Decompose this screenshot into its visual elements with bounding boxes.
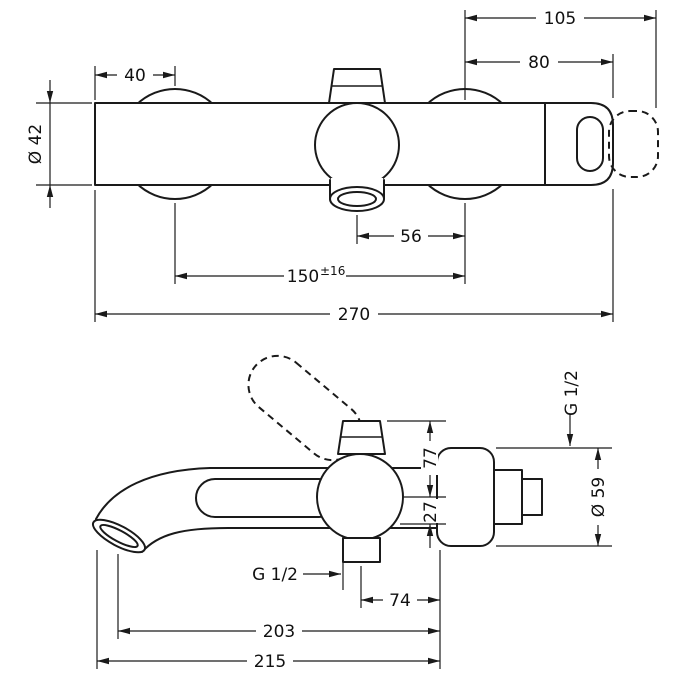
handle-block [544,102,614,186]
dim-27: 27 [400,499,446,548]
wall-nipple [521,478,543,516]
dim-74: 74 [360,550,441,669]
side-view: 77 27 G 1/2 Ø 59 G 1/2 [91,354,612,672]
spout-outlet-outer [329,186,385,212]
dim-105-label: 105 [544,9,576,29]
handle-slot [576,116,604,172]
dim-74-label: 74 [389,591,411,611]
label-bg [330,305,378,324]
dim-40-label: 40 [124,66,146,86]
dim-270: 270 [94,189,614,325]
dim-150: 150 ±16 [174,203,465,287]
dim-215-label: 215 [254,652,286,672]
dim-270-label: 270 [338,305,370,325]
thread-top-callout: G 1/2 [562,370,582,446]
dim-150-label: 150 [287,267,319,287]
dim-80-label: 80 [528,53,550,73]
label-bg [520,53,558,72]
label-bg [117,66,153,84]
dim-203-label: 203 [263,622,295,642]
wall-thread [493,469,523,525]
dim-105: 105 [464,9,657,108]
thread-bottom-callout: G 1/2 [252,560,344,590]
label-bg [421,499,438,523]
label-bg [394,227,428,245]
dim-56-label: 56 [400,227,422,247]
lever-swung-dashed [247,354,363,462]
dim-77: 77 [387,420,446,498]
label-bg [536,9,584,28]
spout-outer-curve [95,467,211,520]
label-bg [421,441,438,475]
thread-bottom-label: G 1/2 [252,565,298,585]
dim-diameter-42-label: Ø 42 [26,124,46,164]
dim-77-label: 77 [421,447,441,469]
label-bg [383,591,417,609]
dim-diameter-59: Ø 59 [496,447,612,547]
spout-mouth-inner [99,524,139,548]
dim-40: 40 [94,66,176,100]
dim-27-label: 27 [421,501,441,523]
thread-top-label: G 1/2 [562,370,582,416]
dim-diameter-42: Ø 42 [26,80,92,208]
label-bg [589,469,606,525]
dim-80: 80 [465,53,614,98]
label-bg [247,652,293,670]
label-bg [284,264,346,286]
dim-56: 56 [356,203,466,284]
front-view: 105 80 40 Ø 42 [26,9,659,325]
shower-hose-outlet [342,537,381,563]
control-dome [314,102,400,188]
control-dome-side [316,453,404,541]
dim-diameter-59-label: Ø 59 [589,477,609,517]
faucet-body-outline [94,102,546,186]
spout-inner-curve [141,527,229,553]
dim-203: 203 [117,554,440,642]
label-bg [256,622,302,640]
dim-215: 215 [96,550,440,672]
dim-150-tolerance-label: ±16 [320,264,345,278]
spout-mouth-outer [91,518,147,554]
handle-swung-dashed [608,110,659,178]
spout-outlet-inner [337,191,377,207]
